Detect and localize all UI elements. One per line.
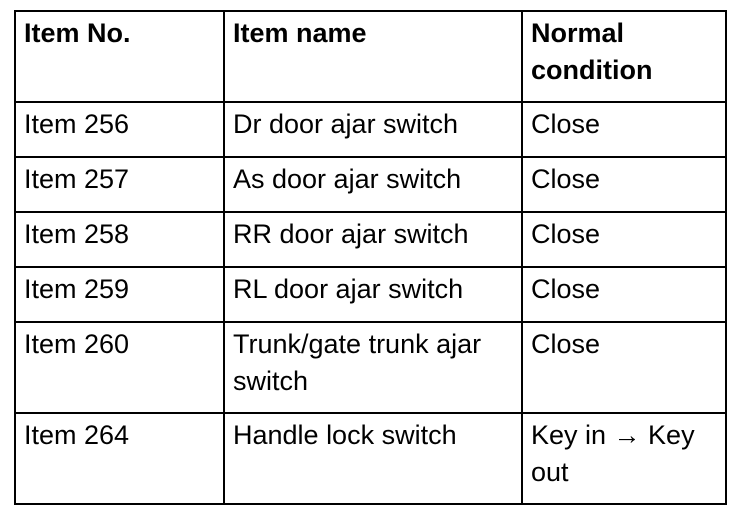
header-normal-condition: Normal condition <box>521 10 727 103</box>
cell-normal-condition: Close <box>521 266 727 323</box>
cell-item-no: Item 260 <box>14 321 225 414</box>
cell-item-name: Dr door ajar switch <box>223 101 523 158</box>
header-item-no: Item No. <box>14 10 225 103</box>
cell-item-name: As door ajar switch <box>223 156 523 213</box>
cell-item-no: Item 264 <box>14 412 225 505</box>
cell-normal-condition: Close <box>521 156 727 213</box>
cell-normal-condition: Close <box>521 211 727 268</box>
cell-item-name: Handle lock switch <box>223 412 523 505</box>
table-row: Item 264 Handle lock switch Key in → Key… <box>14 412 727 505</box>
cell-item-no: Item 258 <box>14 211 225 268</box>
switch-condition-table: Item No. Item name Normal condition Item… <box>14 10 727 505</box>
cell-item-no: Item 257 <box>14 156 225 213</box>
header-item-name: Item name <box>223 10 523 103</box>
table-row: Item 256 Dr door ajar switch Close <box>14 101 727 158</box>
table-row: Item 257 As door ajar switch Close <box>14 156 727 213</box>
table-row: Item 258 RR door ajar switch Close <box>14 211 727 268</box>
cell-item-name: RR door ajar switch <box>223 211 523 268</box>
cell-item-name: Trunk/gate trunk ajar switch <box>223 321 523 414</box>
cell-item-no: Item 256 <box>14 101 225 158</box>
cell-normal-condition: Close <box>521 321 727 414</box>
cell-normal-condition: Close <box>521 101 727 158</box>
cell-normal-condition: Key in → Key out <box>521 412 727 505</box>
cell-item-no: Item 259 <box>14 266 225 323</box>
table-row: Item 260 Trunk/gate trunk ajar switch Cl… <box>14 321 727 414</box>
cell-item-name: RL door ajar switch <box>223 266 523 323</box>
table-row: Item 259 RL door ajar switch Close <box>14 266 727 323</box>
header-row: Item No. Item name Normal condition <box>14 10 727 103</box>
